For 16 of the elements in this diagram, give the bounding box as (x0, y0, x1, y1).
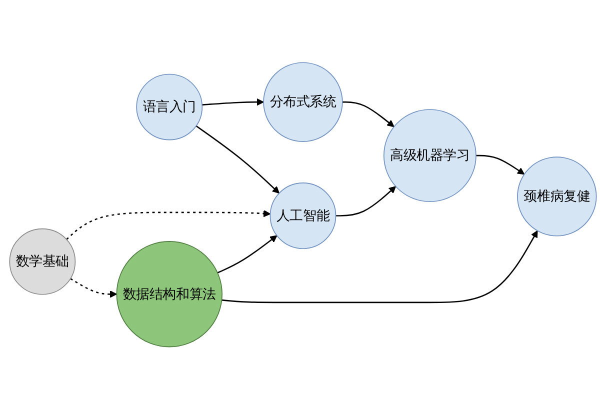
arrow (70, 278, 118, 298)
node-circle: 颈椎病复健 (517, 156, 597, 236)
arrow (202, 98, 264, 106)
arrow (66, 210, 271, 240)
arrow (222, 230, 538, 303)
arrow (476, 154, 525, 174)
node-circle: 数据结构和算法 (116, 240, 222, 348)
arrow (217, 235, 278, 274)
node-circle: 数学基础 (9, 228, 76, 295)
arrow (196, 125, 280, 194)
node-circle: 语言入门 (136, 74, 203, 140)
arrow (342, 101, 394, 127)
arrow (336, 186, 396, 216)
node-circle: 人工智能 (270, 182, 336, 249)
node-circle: 高级机器学习 (383, 108, 476, 202)
node-circle: 分布式系统 (263, 62, 343, 142)
